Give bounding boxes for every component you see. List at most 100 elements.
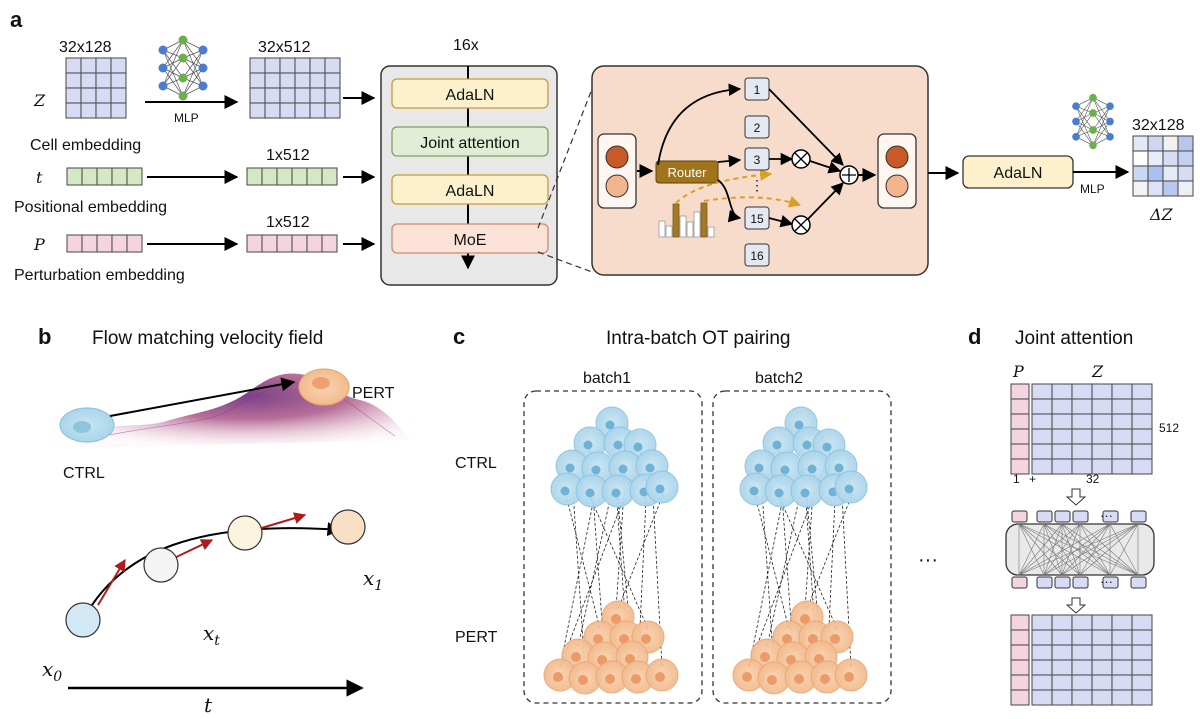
panel-b-label: b <box>38 324 51 349</box>
batch2-cells <box>732 406 868 695</box>
ctrl-cell-nucleus <box>794 420 804 430</box>
z-block-out-cell <box>1031 614 1053 631</box>
p-input-vector-cell <box>96 234 113 253</box>
pert-cell-nucleus <box>760 652 770 662</box>
attention-edge <box>1043 523 1081 576</box>
p-column-cell <box>1010 398 1030 415</box>
z-block-out-cell <box>1111 674 1133 691</box>
moe-block <box>391 223 549 254</box>
ctrl-row-label: CTRL <box>455 455 497 472</box>
p-input-vector-cell <box>111 234 128 253</box>
attention-input-token <box>1072 510 1089 523</box>
z-block-cell <box>1131 428 1153 445</box>
ctrl-cell-nucleus <box>633 442 643 452</box>
route-to-expert-15 <box>717 179 742 223</box>
z-block-cell <box>1131 413 1153 430</box>
z-block-cell <box>1031 413 1053 430</box>
pert-cell-nucleus <box>312 377 330 389</box>
nn-node <box>198 45 208 55</box>
output-delta-matrix-cell <box>1177 150 1194 167</box>
z-block-cell <box>1111 398 1133 415</box>
z-block-out-cell <box>1031 644 1053 661</box>
t-input-vector <box>66 167 143 186</box>
t-output-vector-cell <box>276 167 293 186</box>
gate-arrow-2 <box>703 195 802 208</box>
nn-node <box>158 81 168 91</box>
z-block-out-cell <box>1091 659 1113 676</box>
time-axis-label: t <box>204 693 213 717</box>
output-delta-matrix-cell <box>1177 135 1194 152</box>
batch1-box <box>523 390 703 704</box>
z-symbol: Z <box>33 91 46 110</box>
down-arrow-1 <box>1065 488 1087 506</box>
batch2-label: batch2 <box>755 370 803 387</box>
z-block-out-cell <box>1051 644 1073 661</box>
nn-edge <box>1092 106 1111 131</box>
p-input-vector <box>66 234 143 253</box>
output-delta-matrix-cell <box>1162 180 1179 197</box>
t-symbol: t <box>36 168 43 187</box>
ctrl-cell-nucleus <box>585 488 595 498</box>
moe-output-circle-2 <box>885 174 909 198</box>
attention-output-token <box>1130 576 1147 589</box>
nn-edge <box>182 57 204 87</box>
moe-output-circle-1 <box>885 145 909 169</box>
nn-node <box>1072 132 1080 141</box>
t-input-vector-cell <box>96 167 113 186</box>
z-block-out-cell <box>1071 674 1093 691</box>
output-symbol: ΔZ <box>1149 205 1174 224</box>
down-arrow-2 <box>1065 597 1087 614</box>
nn-edge <box>1092 121 1111 146</box>
pert-cell-nucleus <box>794 674 804 684</box>
p-column-cell <box>1010 383 1030 400</box>
z-output-matrix-cell <box>294 72 311 89</box>
pert-cell-nucleus <box>782 634 792 644</box>
nn-node <box>1106 102 1114 111</box>
t-caption: Positional embedding <box>14 199 167 216</box>
z-output-matrix-cell <box>324 72 341 89</box>
p-column-out-cell <box>1010 614 1030 631</box>
ctrl-cell-nucleus <box>772 440 782 450</box>
p-output-vector-cell <box>276 234 293 253</box>
t-output-vector <box>246 167 338 186</box>
panel-c-title: Intra-batch OT pairing <box>606 328 790 349</box>
nn-node <box>198 63 208 73</box>
router-label: Router <box>667 165 707 180</box>
z-block-out-cell <box>1071 659 1093 676</box>
ctrl-cell-nucleus <box>645 463 655 473</box>
z-block-out-cell <box>1051 674 1073 691</box>
pert-row-label: PERT <box>455 629 498 646</box>
attention-edge <box>1079 523 1139 576</box>
p-width-dim: 1 <box>1013 472 1020 486</box>
z-block-cell <box>1051 443 1073 460</box>
sum-icon <box>842 168 856 182</box>
ctrl-to-pert-arrow <box>109 377 296 417</box>
z-output-matrix-cell <box>249 57 266 74</box>
z-block-cell <box>1091 413 1113 430</box>
z-block-out-cell <box>1051 614 1073 631</box>
z-width-dim: 32 <box>1086 472 1100 486</box>
attention-output-token <box>1054 576 1071 589</box>
nn-edge <box>182 49 204 97</box>
ctrl-cell-nucleus <box>822 442 832 452</box>
attention-edge <box>1109 523 1139 576</box>
z-output-matrix-cell <box>324 102 341 119</box>
z-output-matrix-cell <box>309 57 326 74</box>
z-output-dim: 32x512 <box>258 39 311 56</box>
z-output-matrix-cell <box>264 87 281 104</box>
ctrl-label: CTRL <box>63 465 105 482</box>
z-output-matrix-cell <box>249 72 266 89</box>
output-delta-matrix-cell <box>1147 165 1164 182</box>
velocity-vector-2 <box>169 539 214 561</box>
z-input-matrix-cell <box>95 57 112 74</box>
ctrl-cell-nucleus <box>605 420 615 430</box>
z-block-cell <box>1091 398 1113 415</box>
z-block-cell <box>1031 383 1053 400</box>
repeat-count: 16x <box>453 37 479 54</box>
z-block-cell <box>1051 428 1073 445</box>
z-block-cell <box>1031 398 1053 415</box>
attention-input-token <box>1054 510 1071 523</box>
t-input-vector-cell <box>126 167 143 186</box>
nn-edge <box>1075 112 1094 137</box>
